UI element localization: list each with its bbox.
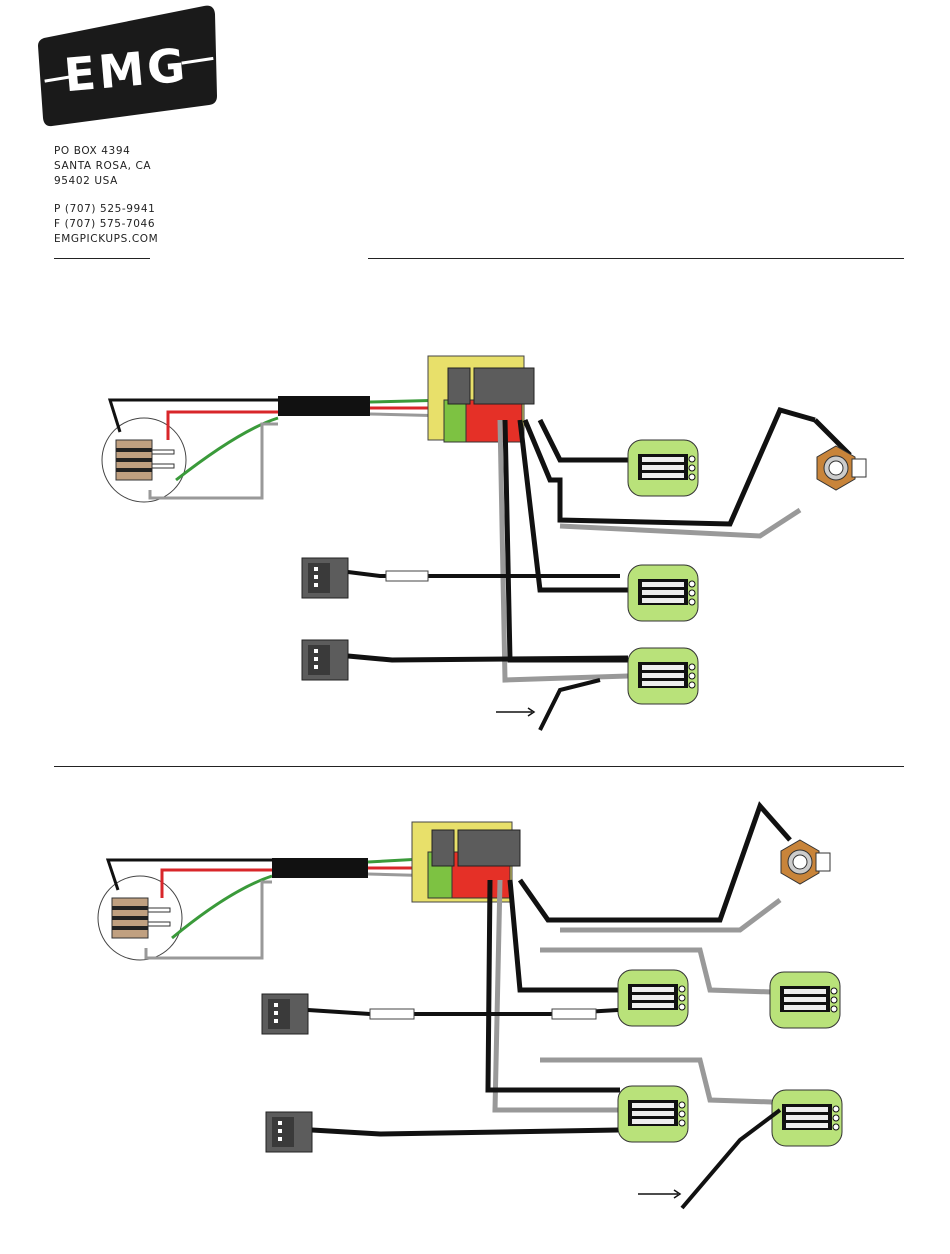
output-jack-bottom — [781, 840, 830, 884]
volume-pot-bottom-2 — [618, 1086, 688, 1142]
heatshrink-top — [278, 396, 370, 416]
heatshrink-bottom — [272, 858, 368, 878]
tone-pot-bottom-1 — [770, 972, 840, 1028]
header-plug-top-1 — [302, 558, 348, 598]
tone-pot-top — [628, 440, 698, 496]
volume-pot-bottom-1 — [618, 970, 688, 1026]
pickup-output-top — [102, 418, 186, 502]
output-jack-top — [817, 446, 866, 490]
pickup-output-bottom — [98, 876, 182, 960]
volume-pot-top-2 — [628, 648, 698, 704]
volume-pot-top-1 — [628, 565, 698, 621]
header-plug-bottom-1 — [262, 994, 308, 1034]
header-plug-bottom-2 — [266, 1112, 312, 1152]
header-plug-top-2 — [302, 640, 348, 680]
tone-pot-bottom-2 — [772, 1090, 842, 1146]
